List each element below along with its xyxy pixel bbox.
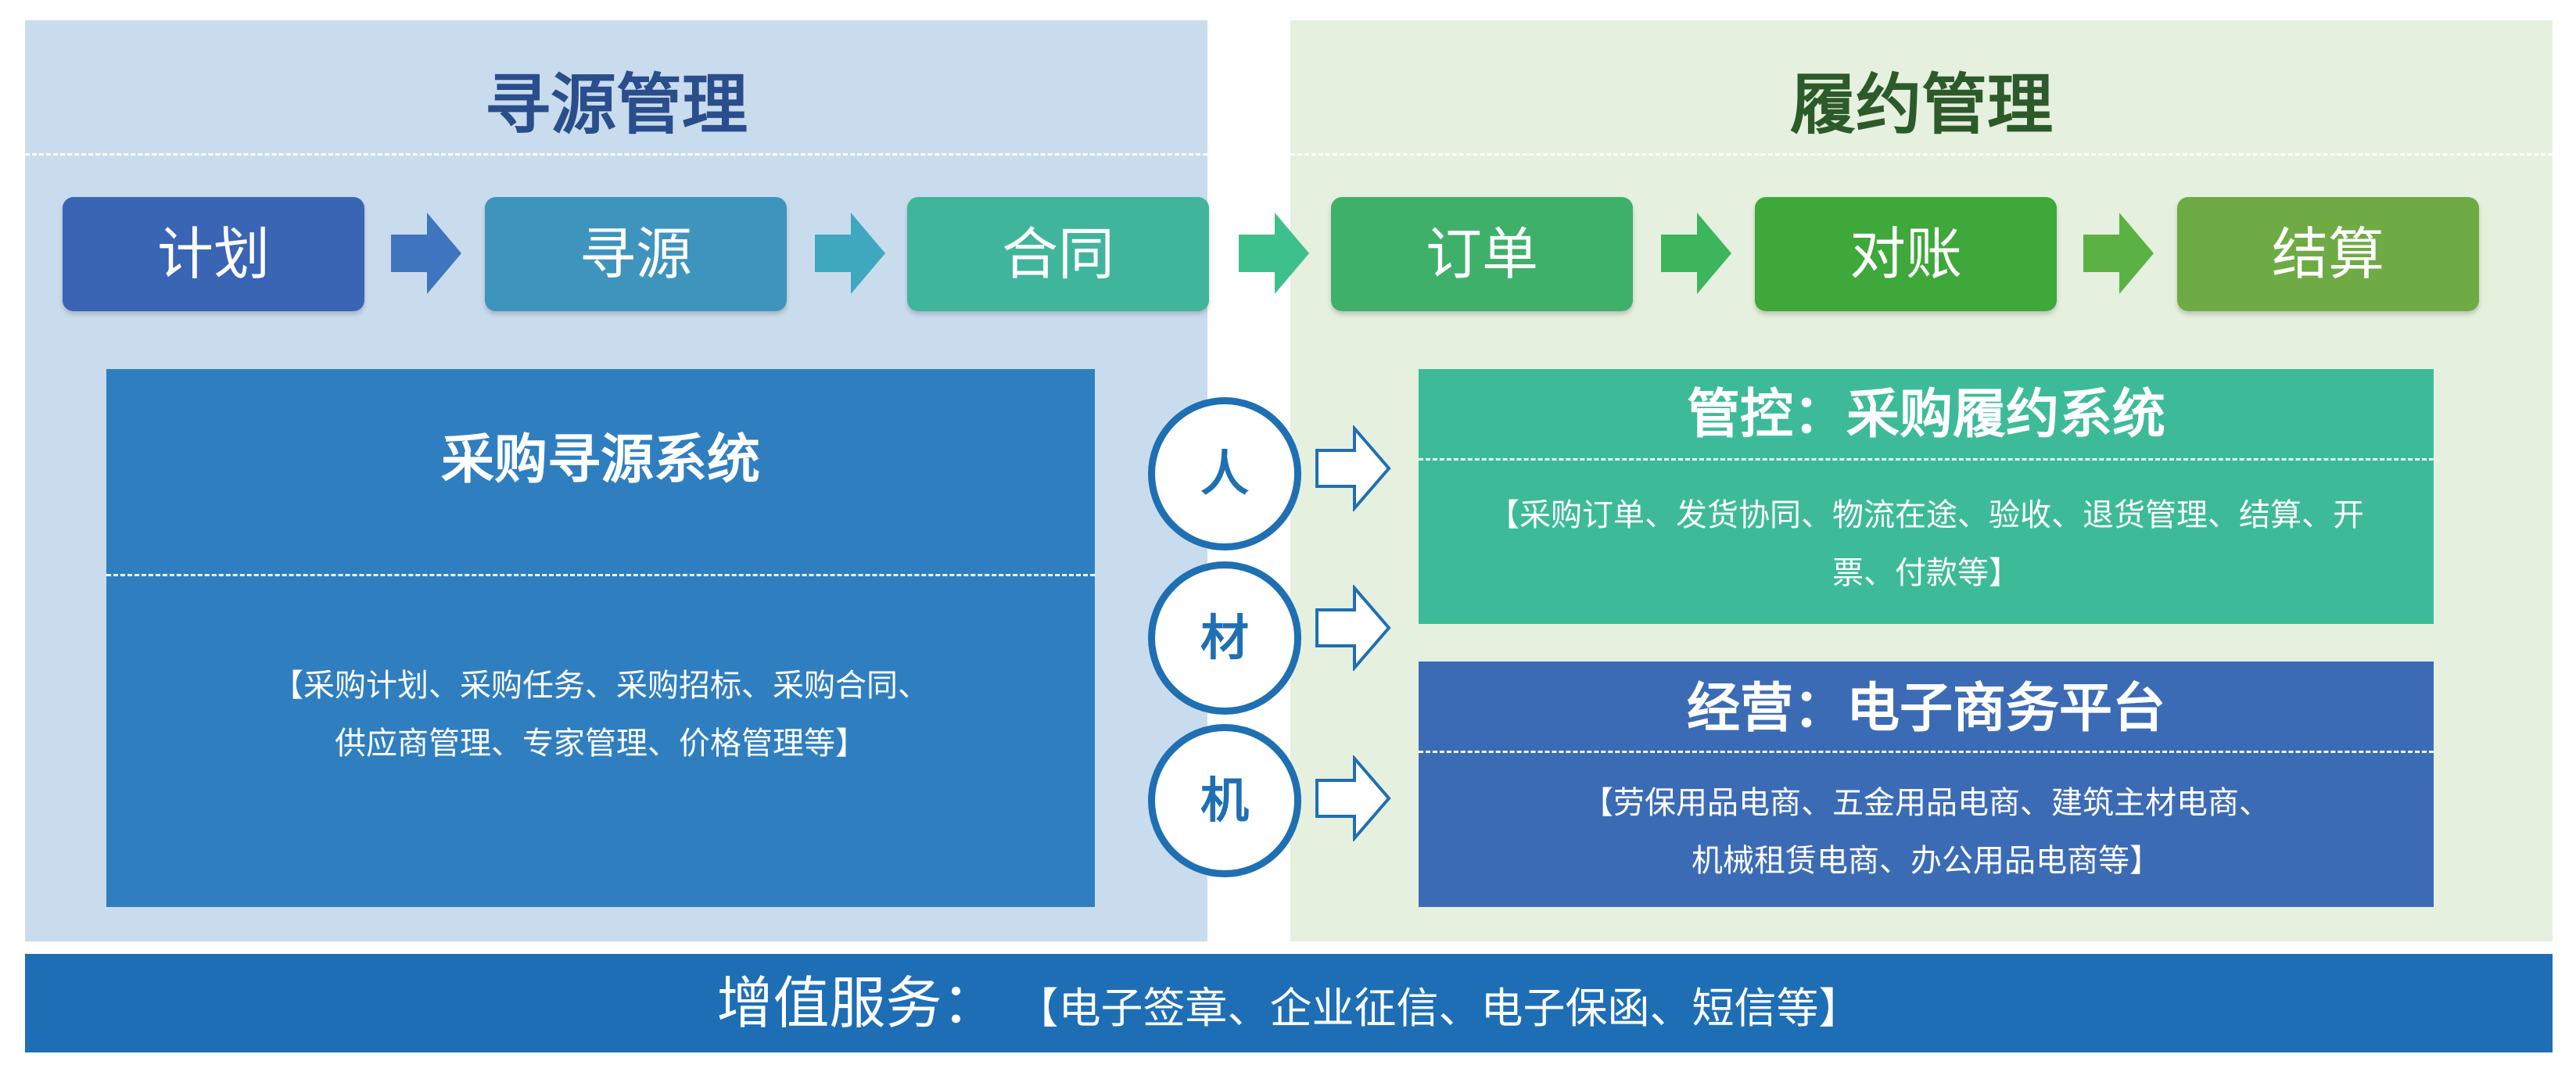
step-sourcing: 寻源: [485, 197, 787, 311]
procurement-fulfillment-system-title: 管控：采购履约系统: [1686, 384, 2165, 446]
divider: [1419, 458, 2434, 461]
hollow-arrow-icon: [1315, 755, 1391, 841]
value-added-services-bar: [25, 954, 2553, 1052]
sourcing-system-title: 采购寻源系统: [440, 429, 760, 491]
step-contract: 合同: [907, 197, 1209, 311]
step-settlement: 结算: [2177, 197, 2479, 311]
ecommerce-platform-box: [1419, 661, 2434, 907]
sourcing-desc-line: 【采购计划、采购任务、采购招标、采购合同、: [272, 668, 929, 704]
value-added-services-items: 【电子签章、企业征信、电子保函、短信等】: [1037, 984, 1861, 1033]
value-added-services-content: 增值服务： 【电子签章、企业征信、电子保函、短信等】: [25, 954, 2553, 1052]
resource-people: 人: [1148, 397, 1301, 550]
sourcing-system-box: [106, 369, 1095, 907]
sourcing-desc-line: 供应商管理、专家管理、价格管理等】: [335, 726, 866, 762]
step-plan: 计划: [63, 197, 364, 311]
fulfillment-management-title: 履约管理: [1789, 66, 2053, 143]
resource-materials: 材: [1148, 561, 1301, 715]
procurement-fulfillment-system-box: [1419, 369, 2434, 624]
step-reconcile: 对账: [1755, 197, 2057, 311]
control-desc-line: 票、付款等】: [1832, 555, 2020, 591]
flow-arrow-icon: [391, 213, 461, 294]
flow-arrow-icon: [2083, 213, 2154, 294]
hollow-arrow-icon: [1315, 585, 1391, 671]
divider: [1419, 751, 2434, 753]
flow-arrow-icon: [1239, 213, 1309, 294]
value-added-services-label: 增值服务：: [716, 970, 999, 1036]
resource-machinery: 机: [1148, 724, 1301, 877]
ecommerce-platform-description: 【劳保用品电商、五金用品电商、建筑主材电商、 机械租赁电商、办公用品电商等】: [1419, 774, 2434, 890]
ecommerce-desc-line: 【劳保用品电商、五金用品电商、建筑主材电商、: [1582, 785, 2270, 821]
hollow-arrow-icon: [1315, 425, 1391, 511]
sourcing-management-title: 寻源管理: [484, 66, 748, 143]
flow-arrow-icon: [815, 213, 885, 294]
sourcing-system-description: 【采购计划、采购任务、采购招标、采购合同、 供应商管理、专家管理、价格管理等】: [106, 657, 1095, 773]
procurement-fulfillment-system-description: 【采购订单、发货协同、物流在途、验收、退货管理、结算、开 票、付款等】: [1419, 486, 2434, 602]
divider: [1290, 153, 2553, 156]
step-order: 订单: [1331, 197, 1633, 311]
flow-arrow-icon: [1661, 213, 1731, 294]
divider: [25, 153, 1207, 156]
ecommerce-platform-title: 经营：电子商务平台: [1686, 678, 2165, 740]
ecommerce-desc-line: 机械租赁电商、办公用品电商等】: [1692, 843, 2161, 879]
divider: [106, 574, 1095, 576]
control-desc-line: 【采购订单、发货协同、物流在途、验收、退货管理、结算、开: [1488, 497, 2364, 533]
